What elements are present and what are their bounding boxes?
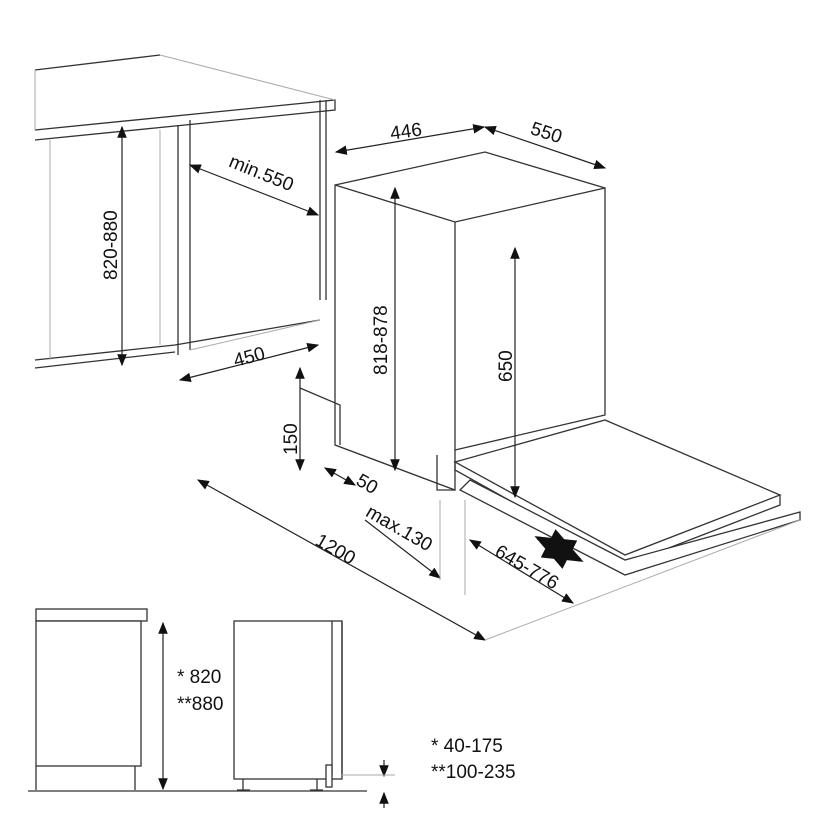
label-niche-width: 450: [231, 343, 267, 371]
label-plinth-depth: 50: [352, 470, 381, 499]
label-door-height: 650: [496, 350, 517, 382]
label-side-height-1: * 820: [177, 667, 221, 688]
side-view-cabinet: [28, 608, 367, 792]
label-total-depth: 1200: [312, 530, 359, 569]
label-plinth-range-1: * 40-175: [431, 736, 503, 757]
label-door-travel: max.130: [362, 501, 436, 556]
label-appliance-height: 818-878: [371, 305, 392, 375]
side-view-dishwasher: [233, 620, 343, 791]
label-door-slide: 645-776: [491, 541, 562, 594]
label-width-446: 446: [389, 119, 423, 144]
label-niche-height: 820-880: [101, 210, 122, 280]
label-plinth-range-2: **100-235: [431, 762, 516, 783]
dishwasher-body: [299, 151, 606, 491]
dimension-lines: [117, 124, 801, 808]
label-niche-depth: min.550: [226, 151, 297, 196]
label-side-height-2: **880: [177, 694, 224, 715]
kitchen-niche: [34, 54, 336, 369]
label-plinth-height: 150: [281, 423, 302, 455]
